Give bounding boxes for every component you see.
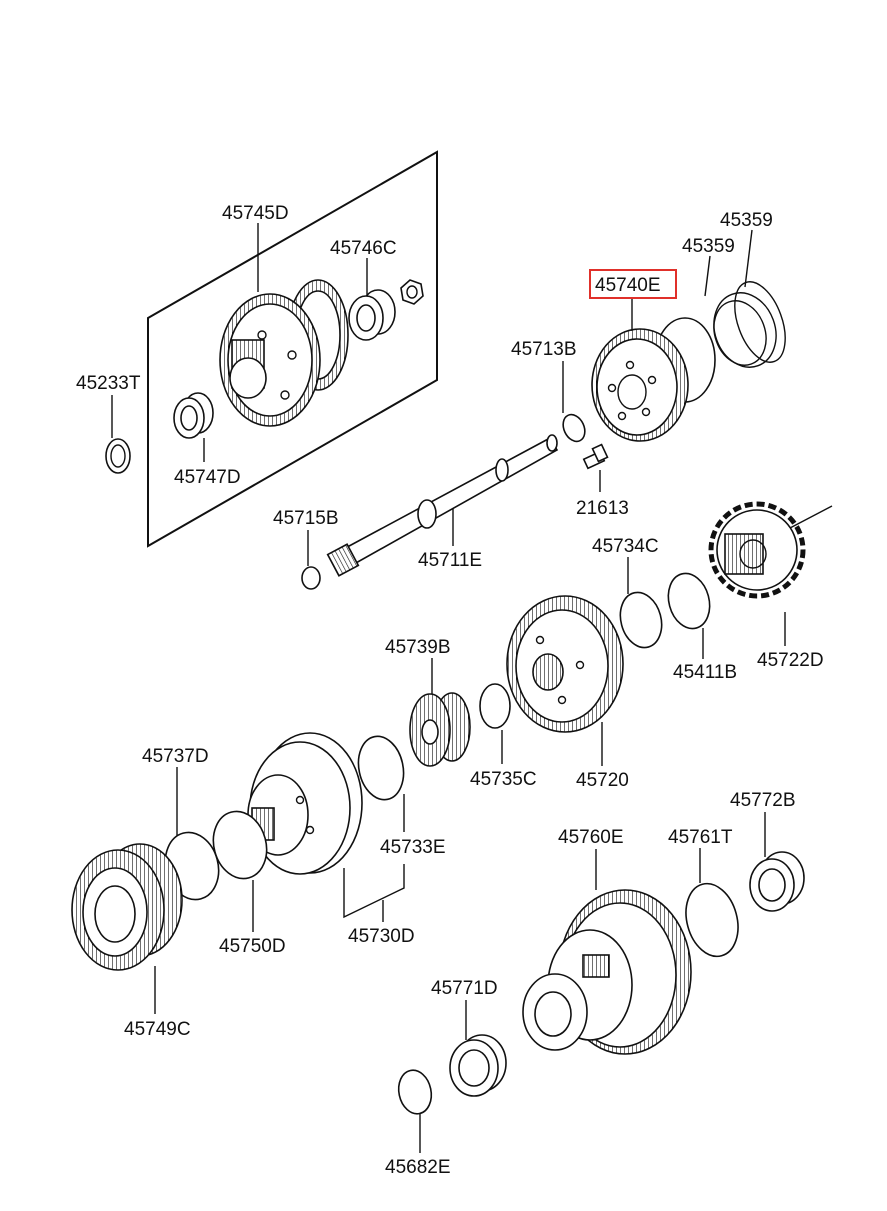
label-45739B[interactable]: 45739B [385, 637, 451, 658]
label-45715B[interactable]: 45715B [273, 508, 339, 529]
part-45739B-gear[interactable] [409, 692, 471, 767]
part-45233T-ring[interactable] [105, 438, 131, 474]
label-45749C[interactable]: 45749C [124, 1019, 191, 1040]
part-45761T-ring[interactable] [678, 878, 745, 962]
label-45761T[interactable]: 45761T [668, 827, 733, 848]
part-45747D-bearing[interactable] [173, 392, 214, 439]
part-45722D-toothed-wheel[interactable] [708, 501, 806, 599]
part-45734C-ring[interactable] [614, 588, 667, 652]
part-small-nut[interactable] [400, 279, 424, 305]
label-45771D[interactable]: 45771D [431, 978, 498, 999]
part-45749C-gear[interactable] [71, 843, 183, 971]
label-45737D[interactable]: 45737D [142, 746, 209, 767]
label-45735C[interactable]: 45735C [470, 769, 537, 790]
part-45720-gear-carrier[interactable] [506, 595, 624, 733]
part-45713B-ring[interactable] [559, 411, 589, 445]
label-45730D[interactable]: 45730D [348, 926, 415, 947]
leader-lines [111, 223, 833, 1153]
label-45359-upper[interactable]: 45359 [720, 210, 773, 231]
label-45745D[interactable]: 45745D [222, 203, 289, 224]
label-45747D[interactable]: 45747D [174, 467, 241, 488]
highlight-box [589, 269, 677, 299]
label-45734C[interactable]: 45734C [592, 536, 659, 557]
label-45740E[interactable]: 45740E [595, 275, 661, 296]
label-45733E[interactable]: 45733E [380, 837, 446, 858]
label-45746C[interactable]: 45746C [330, 238, 397, 259]
label-45713B[interactable]: 45713B [511, 339, 577, 360]
label-21613[interactable]: 21613 [576, 498, 629, 519]
part-45772B-bearing[interactable] [749, 851, 805, 912]
part-labels: 45745D 45746C 45233T 45747D 45359 45359 … [76, 203, 824, 1178]
part-45750D-ring[interactable] [206, 805, 274, 884]
label-45772B[interactable]: 45772B [730, 790, 796, 811]
label-45682E[interactable]: 45682E [385, 1157, 451, 1178]
label-45750D[interactable]: 45750D [219, 936, 286, 957]
part-45682E-ring[interactable] [395, 1067, 435, 1117]
part-45740E-gear[interactable] [591, 317, 716, 442]
label-45359-lower[interactable]: 45359 [682, 236, 735, 257]
part-45745D-gear-assembly[interactable] [219, 279, 349, 427]
label-45233T[interactable]: 45233T [76, 373, 141, 394]
label-45760E[interactable]: 45760E [558, 827, 624, 848]
label-45411B[interactable]: 45411B [673, 662, 737, 683]
part-45411B-ring[interactable] [662, 569, 715, 633]
assembly-frame [147, 150, 438, 548]
part-21613-bolt[interactable] [582, 443, 609, 470]
label-45711E[interactable]: 45711E [418, 550, 482, 571]
part-45715B-ring[interactable] [301, 566, 321, 590]
part-45733E-ring[interactable] [353, 732, 409, 804]
part-45760E-differential[interactable] [522, 889, 692, 1055]
label-45720[interactable]: 45720 [576, 770, 629, 791]
part-45771D-bearing[interactable] [449, 1034, 507, 1097]
part-45359-snap-rings[interactable] [704, 275, 795, 376]
part-45735C-ring[interactable] [479, 683, 511, 729]
part-45746C-bearing[interactable] [348, 289, 396, 341]
part-45711E-shaft[interactable] [326, 434, 559, 577]
label-45722D[interactable]: 45722D [757, 650, 824, 671]
